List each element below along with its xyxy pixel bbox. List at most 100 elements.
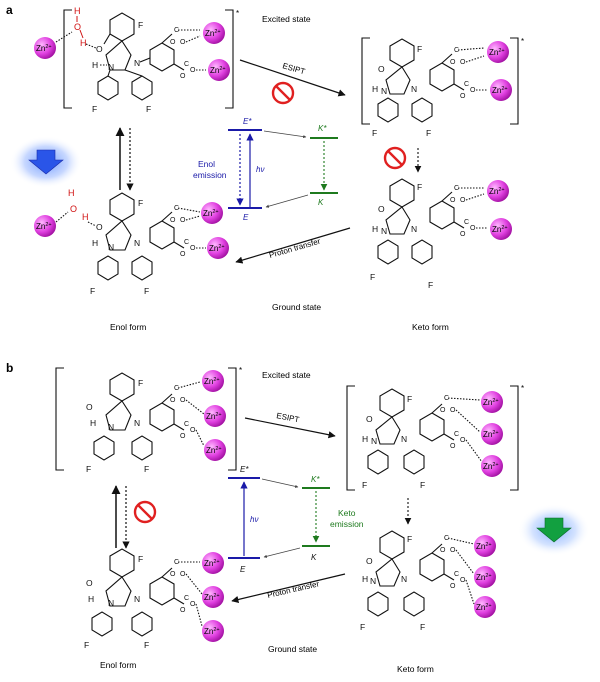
emission-line2: emission xyxy=(330,519,364,529)
svg-text:O: O xyxy=(180,39,186,46)
zn-ion: Zn2+ xyxy=(208,59,230,81)
bracket-star: * xyxy=(236,9,239,18)
f-atom: F xyxy=(138,378,143,388)
svg-text:O: O xyxy=(170,571,176,578)
excited-keto-molecule: * F O H N N F F C O O C O O xyxy=(346,384,524,491)
o-atom: O xyxy=(378,204,385,214)
o-atom: O xyxy=(86,402,93,412)
bracket-right xyxy=(225,9,234,109)
f-atom: F xyxy=(407,534,412,544)
energy-diagram-a: E* E K* K hν Enol emission xyxy=(193,117,338,222)
emission-line1: Keto xyxy=(338,508,356,518)
enol-form-label: Enol form xyxy=(110,322,146,332)
hv-label: hν xyxy=(250,515,258,524)
o-atom: O xyxy=(366,556,373,566)
enol-form-label: Enol form xyxy=(100,660,136,670)
n-atom: N xyxy=(134,58,140,68)
n-atom: N xyxy=(134,238,140,248)
svg-text:O: O xyxy=(170,217,176,224)
zn-ion: Zn2+ xyxy=(204,405,226,427)
svg-text:O: O xyxy=(450,407,456,414)
svg-text:O: O xyxy=(190,601,196,608)
e-star-label: E* xyxy=(240,465,249,474)
n-atom: N xyxy=(108,62,114,72)
excited-enol-molecule: * F O H N N F F C O O C O O xyxy=(55,366,242,474)
keto-emission-glow-arrow xyxy=(518,504,590,556)
ground-enol-molecule: F O H N N F F C O O C O O xyxy=(84,548,203,650)
zn-ion: Zn2+ xyxy=(487,41,509,63)
water-h: H xyxy=(74,6,81,16)
svg-text:O: O xyxy=(180,397,186,404)
zn-ion: Zn2+ xyxy=(490,218,512,240)
svg-text:Zn2+: Zn2+ xyxy=(204,377,220,386)
n-atom: N xyxy=(370,576,376,586)
forbidden-icon xyxy=(271,81,295,105)
zn-ion: Zn2+ xyxy=(474,596,496,618)
zn-ion: Zn2+ xyxy=(490,79,512,101)
h-atom: H xyxy=(362,574,368,584)
proton-transfer-arrow xyxy=(235,227,351,264)
f-atom: F xyxy=(428,280,433,290)
svg-text:Zn2+: Zn2+ xyxy=(210,66,226,75)
o-atom: O xyxy=(96,44,103,54)
keto-form-label: Keto form xyxy=(397,664,434,674)
svg-text:C: C xyxy=(184,239,189,246)
svg-text:C: C xyxy=(454,431,459,438)
keto-form-label: Keto form xyxy=(412,322,449,332)
f-atom: F xyxy=(417,44,422,54)
svg-text:Zn2+: Zn2+ xyxy=(476,603,492,612)
svg-text:O: O xyxy=(180,571,186,578)
svg-text:C: C xyxy=(454,47,459,54)
f-atom: F xyxy=(92,104,97,114)
zn-ion: Zn2+ xyxy=(207,237,229,259)
ground-state-label: Ground state xyxy=(268,644,317,654)
f-atom: F xyxy=(138,20,143,30)
f-atom: F xyxy=(360,622,365,632)
svg-text:O: O xyxy=(440,547,446,554)
svg-text:O: O xyxy=(180,217,186,224)
svg-text:C: C xyxy=(184,421,189,428)
n-atom: N xyxy=(108,242,114,252)
excited-state-label: Excited state xyxy=(262,370,311,380)
svg-text:C: C xyxy=(464,219,469,226)
zn-ion: Zn2+ xyxy=(202,620,224,642)
hv-label: hν xyxy=(256,165,264,174)
f-atom: F xyxy=(144,640,149,650)
f-atom: F xyxy=(146,104,151,114)
svg-text:C: C xyxy=(174,205,179,212)
svg-text:O: O xyxy=(470,87,476,94)
h-atom: H xyxy=(88,594,94,604)
f-atom: F xyxy=(417,182,422,192)
n-atom: N xyxy=(381,86,387,96)
svg-text:O: O xyxy=(190,67,196,74)
f-atom: F xyxy=(86,464,91,474)
svg-text:C: C xyxy=(454,185,459,192)
ground-keto-molecule: F O H N N F F C O O C O O xyxy=(360,530,475,632)
zn-ion: Zn2+ xyxy=(481,455,503,477)
panel-b: b * F O H N N F F C O O C O O xyxy=(6,361,590,674)
water-o: O xyxy=(74,22,81,32)
k-ground-label: K xyxy=(318,198,324,207)
ground-keto-molecule: F O H N N F F C O O C O O xyxy=(370,178,488,290)
bracket-star: * xyxy=(521,37,524,46)
svg-text:Zn2+: Zn2+ xyxy=(205,29,221,38)
bracket-star: * xyxy=(239,366,242,375)
svg-text:Zn2+: Zn2+ xyxy=(476,573,492,582)
esipt-arrow xyxy=(244,417,336,439)
h-atom: H xyxy=(92,60,98,70)
svg-text:O: O xyxy=(460,231,466,238)
forbidden-icon xyxy=(133,500,157,524)
svg-text:O: O xyxy=(450,197,456,204)
ground-enol-molecule: F O H N N F F C O O C O O H O H xyxy=(55,188,206,296)
svg-text:O: O xyxy=(470,225,476,232)
svg-text:C: C xyxy=(174,385,179,392)
k-star-label: K* xyxy=(318,124,327,133)
svg-text:Zn2+: Zn2+ xyxy=(204,559,220,568)
zn-ion: Zn2+ xyxy=(481,423,503,445)
emission-line1: Enol xyxy=(198,159,215,169)
svg-text:Zn2+: Zn2+ xyxy=(483,430,499,439)
f-atom: F xyxy=(84,640,89,650)
esipt-label: ESIPT xyxy=(276,411,301,424)
zn-ion: Zn2+ xyxy=(474,535,496,557)
svg-text:O: O xyxy=(440,407,446,414)
